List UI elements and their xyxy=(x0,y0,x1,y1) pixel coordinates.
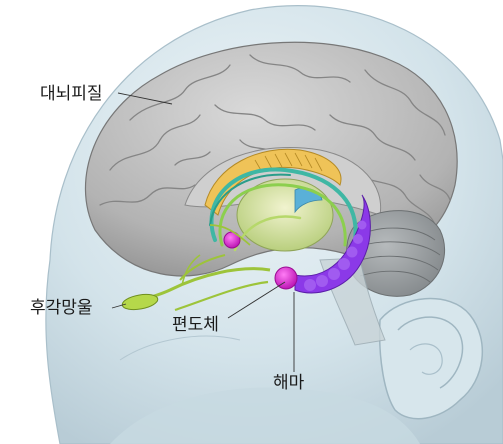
label-amygdala: 편도체 xyxy=(172,315,219,335)
amygdala xyxy=(274,266,298,290)
hippocampus xyxy=(294,194,371,294)
label-hippocampus: 해마 xyxy=(273,373,305,393)
ear xyxy=(378,297,483,420)
limbic-tracts xyxy=(209,167,358,252)
label-olfactory-bulb: 후각망울 xyxy=(30,298,93,318)
leader-lines xyxy=(111,92,295,372)
olfactory-system xyxy=(121,224,271,312)
label-cerebral-cortex: 대뇌피질 xyxy=(40,84,103,104)
fornix xyxy=(204,148,342,216)
